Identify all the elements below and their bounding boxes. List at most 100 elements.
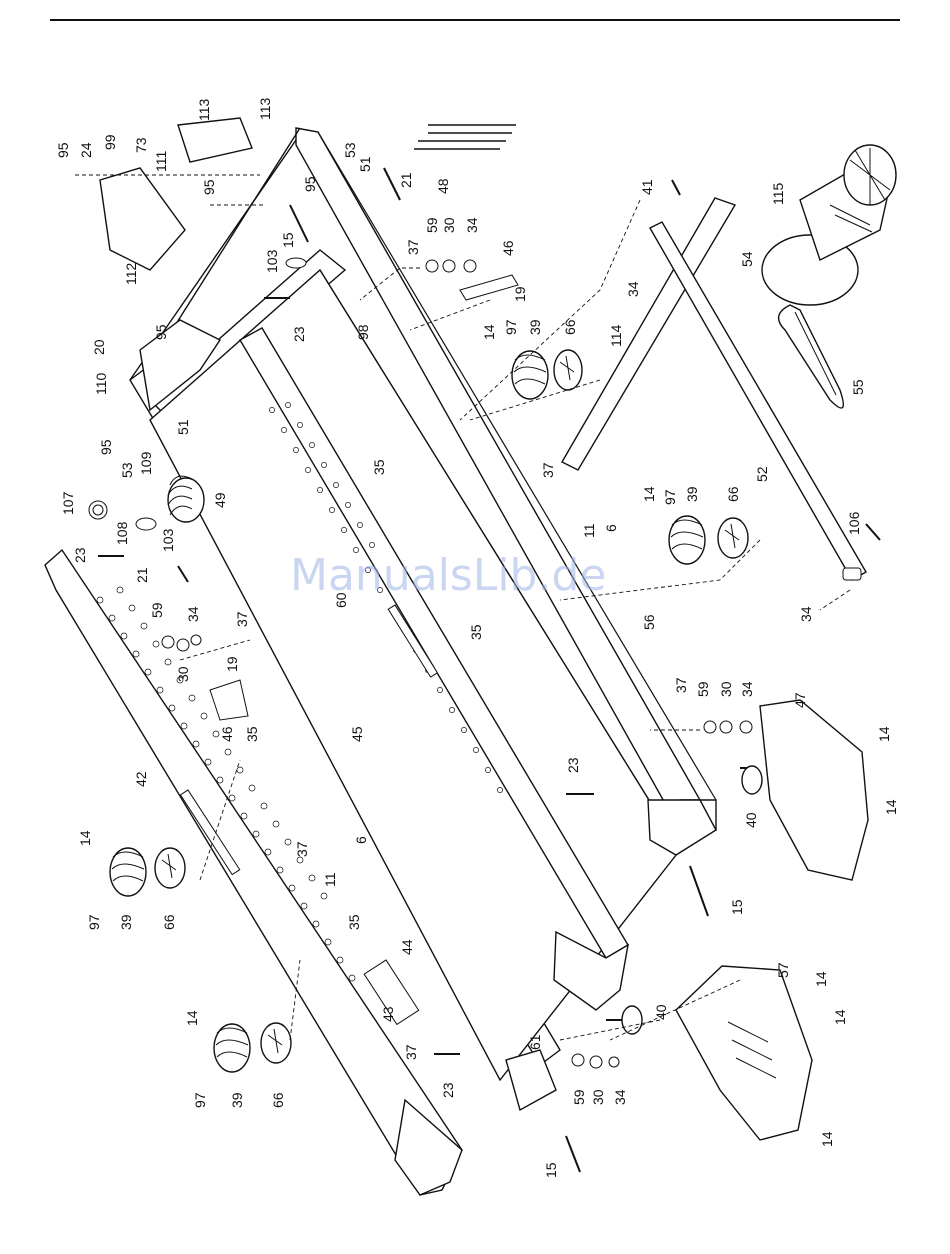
callout: 97 <box>86 914 102 930</box>
callout: 111 <box>153 151 169 172</box>
wire-ties <box>414 124 516 150</box>
callout: 114 <box>608 324 624 347</box>
leveling-foot-upper <box>740 765 763 795</box>
callout: 21 <box>134 567 150 583</box>
callout: 14 <box>641 486 657 502</box>
left-side-rail <box>44 548 463 1196</box>
callout: 19 <box>512 286 528 302</box>
callout: 103 <box>264 249 280 273</box>
callout: 14 <box>813 971 829 987</box>
drive-belt <box>777 304 844 409</box>
callout: 55 <box>850 379 866 395</box>
callout: 21 <box>398 172 414 188</box>
callout: 14 <box>77 830 93 846</box>
left-rail-slot <box>179 789 241 876</box>
rear-hood-right <box>759 699 869 881</box>
callout: 48 <box>435 178 451 194</box>
callout: 37 <box>540 462 556 478</box>
leader-lines <box>75 174 851 1041</box>
callout: 14 <box>184 1010 200 1026</box>
callout: 30 <box>441 217 457 233</box>
callout: 51 <box>175 419 191 435</box>
callout: 53 <box>119 462 135 478</box>
callout: 6 <box>353 836 369 844</box>
callout: 59 <box>695 681 711 697</box>
callout: 30 <box>175 666 191 682</box>
callout: 34 <box>739 681 755 697</box>
right-rail-slot <box>387 604 439 678</box>
hardware-misc <box>88 167 881 1173</box>
callout: 43 <box>380 1006 396 1022</box>
callout-labels: 113 113 111 73 99 24 95 95 112 15 103 23… <box>55 97 899 1178</box>
callout: 107 <box>60 491 76 515</box>
callout: 113 <box>196 98 212 121</box>
callout: 11 <box>322 872 338 887</box>
callout: 49 <box>212 492 228 508</box>
callout: 23 <box>291 326 307 342</box>
callout: 45 <box>349 726 365 742</box>
watermark: ManualsLib.de <box>290 550 606 601</box>
callout: 15 <box>729 899 745 915</box>
callout: 14 <box>832 1009 848 1025</box>
callout: 15 <box>543 1162 559 1178</box>
callout: 41 <box>639 179 655 195</box>
callout: 37 <box>294 841 310 857</box>
callout: 15 <box>280 232 296 248</box>
callout: 34 <box>798 606 814 622</box>
callout: 19 <box>224 656 240 672</box>
bracket-73 <box>99 167 186 271</box>
pulley-group-mid <box>668 515 749 565</box>
callout: 66 <box>161 914 177 930</box>
callout: 14 <box>481 324 497 340</box>
callout: 30 <box>718 681 734 697</box>
callout: 99 <box>102 134 118 150</box>
callout: 14 <box>876 726 892 742</box>
callout: 23 <box>72 547 88 563</box>
bracket-110 <box>139 319 222 412</box>
callout: 59 <box>149 602 165 618</box>
callout: 66 <box>270 1092 286 1108</box>
callout: 59 <box>571 1089 587 1105</box>
callout: 34 <box>612 1089 628 1105</box>
rear-bracket-upper <box>647 799 717 856</box>
callout: 95 <box>302 176 318 192</box>
callout: 97 <box>503 319 519 335</box>
callout: 98 <box>355 324 371 340</box>
callout: 35 <box>346 914 362 930</box>
callout: 30 <box>590 1089 606 1105</box>
callout: 23 <box>440 1082 456 1098</box>
leveling-foot-lower <box>606 1005 643 1035</box>
callout: 14 <box>819 1131 835 1147</box>
callout: 59 <box>424 217 440 233</box>
callout: 112 <box>123 262 139 285</box>
callout: 60 <box>333 592 349 608</box>
pulley-group-top <box>511 349 583 400</box>
incline-bar <box>561 197 737 471</box>
rear-bracket-61 <box>505 1049 557 1112</box>
callout: 57 <box>775 962 791 978</box>
callout: 46 <box>500 240 516 256</box>
callout: 40 <box>653 1004 669 1020</box>
rear-hood-left <box>675 965 813 1141</box>
callout: 115 <box>770 182 786 205</box>
callout: 37 <box>403 1044 419 1060</box>
callout: 42 <box>133 771 149 787</box>
callout: 97 <box>192 1092 208 1108</box>
callout: 53 <box>342 142 358 158</box>
callout: 11 <box>581 523 597 538</box>
pulley-group-bottom <box>213 1022 292 1073</box>
callout: 109 <box>138 451 154 475</box>
callout: 37 <box>234 611 250 627</box>
callout: 34 <box>464 217 480 233</box>
callout: 37 <box>405 239 421 255</box>
callout: 40 <box>743 812 759 828</box>
callout: 54 <box>739 251 755 267</box>
callout: 51 <box>357 156 373 172</box>
callout: 106 <box>846 511 862 535</box>
callout: 95 <box>201 179 217 195</box>
label-43 <box>363 959 420 1026</box>
motor <box>761 144 897 306</box>
callout: 34 <box>185 606 201 622</box>
callout: 61 <box>527 1034 543 1050</box>
pulley-group-left <box>109 847 186 897</box>
